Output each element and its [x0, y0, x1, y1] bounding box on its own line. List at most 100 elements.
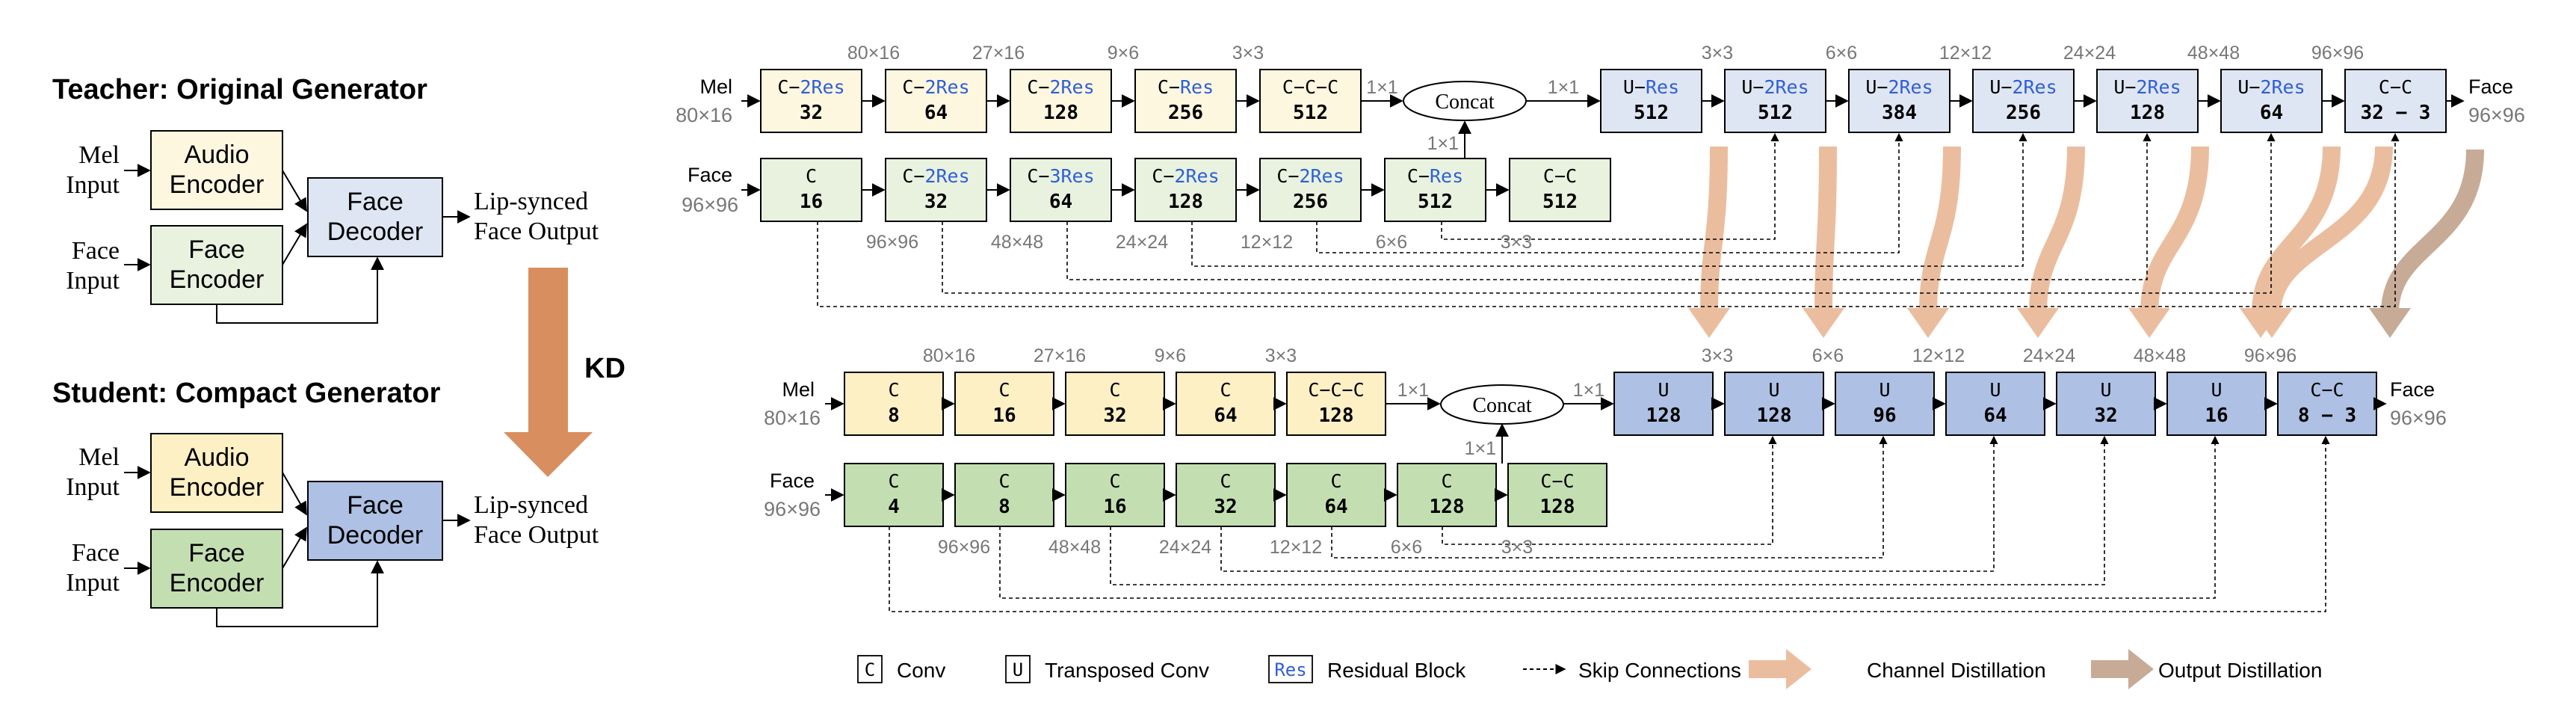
t-audio-block-0-type: C−2Res — [777, 76, 844, 98]
t-face-size-4: 6×6 — [1376, 232, 1407, 253]
teacher-overview-arrows — [124, 164, 471, 324]
student-mel-size: 80×16 — [764, 407, 821, 429]
s-face-block-5-box — [1397, 463, 1497, 527]
s-skip-1 — [999, 435, 2220, 599]
student-mel-input-line2: Input — [66, 473, 120, 501]
s-face-block-1: C8 — [954, 463, 1054, 527]
s-dec-block-6: C−C8 − 3 — [2277, 372, 2377, 436]
s-dec-block-0-type: U — [1658, 379, 1669, 401]
t-face-block-4-type: C−2Res — [1276, 165, 1344, 187]
s-audio-block-2-box — [1065, 372, 1165, 436]
student-face-size: 96×96 — [764, 498, 821, 520]
teacher-concat-label: Concat — [1435, 90, 1495, 114]
t-face-block-3-type: C−2Res — [1152, 165, 1219, 187]
t-skip-4 — [1316, 132, 1903, 253]
t-audio-block-3-channels: 256 — [1168, 102, 1203, 124]
legend-output-head — [2128, 649, 2154, 689]
t-dec-size-1: 6×6 — [1826, 43, 1857, 64]
student-audio-encoder-line2: Encoder — [170, 473, 265, 502]
overview-panel: Teacher: Original Generator Mel Input Fa… — [52, 74, 626, 627]
s-skip-0 — [889, 435, 2330, 612]
legend-channel-label: Channel Distillation — [1867, 659, 2046, 682]
t-audio-block-1-type: C−2Res — [902, 76, 969, 98]
distillation-arrows — [1688, 146, 2484, 338]
t-dec-size-2: 12×12 — [1939, 43, 1992, 64]
student-network: Mel 80×16 Face 96×96 Face 96×96 C8C16C32… — [764, 345, 2447, 612]
t-face-block-6-type: C−C — [1543, 165, 1577, 187]
t-face-block-1-type: C−2Res — [902, 165, 969, 187]
s-skip-2 — [1110, 435, 2109, 585]
s-audio-block-1: C16 — [954, 372, 1054, 436]
teacher-out-label: Face — [2468, 76, 2513, 98]
t-audio-size-3: 3×3 — [1232, 43, 1264, 64]
legend-output-arrow — [2091, 649, 2154, 689]
legend-output-shaft — [2091, 660, 2130, 678]
s-audio-size-1: 27×16 — [1034, 345, 1086, 366]
t-audio-concat-size: 1×1 — [1366, 77, 1397, 98]
channel-distill-arrow-1-shaft — [1814, 146, 1837, 313]
t-dec-block-1-box — [1724, 69, 1826, 133]
t-face-block-6-channels: 512 — [1542, 191, 1578, 213]
teacher-audio-encoder-line1: Audio — [185, 141, 250, 169]
s-face-block-2-type: C — [1109, 470, 1120, 492]
s-audio-block-2: C32 — [1065, 372, 1165, 436]
t-audio-block-3-box — [1134, 69, 1237, 133]
t-dec-size-4: 48×48 — [2187, 43, 2240, 64]
s-face-block-2-box — [1065, 463, 1165, 527]
t-skip-1 — [942, 132, 2276, 294]
s-face-block-4-box — [1286, 463, 1386, 527]
s-audio-block-4-channels: 128 — [1319, 404, 1354, 427]
t-face-block-0: C16 — [760, 158, 862, 222]
t-dec-size-3: 24×24 — [2063, 43, 2116, 64]
t-dec-block-5-type: U−2Res — [2237, 76, 2305, 98]
teacher-audio-encoder-box — [150, 130, 283, 210]
teacher-face-encoder-line1: Face — [188, 236, 245, 264]
s-face-block-2-channels: 16 — [1103, 496, 1126, 518]
s-dec-block-5: U16 — [2166, 372, 2267, 436]
s-dec-block-1-channels: 128 — [1757, 404, 1792, 427]
s-audio-size-2: 9×6 — [1155, 345, 1186, 366]
s-face-block-0-box — [844, 463, 944, 527]
s-face-size-1: 48×48 — [1048, 537, 1101, 558]
t-face-size-5: 3×3 — [1501, 232, 1532, 253]
s-dec-block-6-type: C−C — [2310, 379, 2344, 401]
legend-skip-label: Skip Connections — [1578, 659, 1741, 682]
s-audio-block-1-channels: 16 — [992, 404, 1016, 427]
output-distill-arrow — [2369, 149, 2484, 338]
teacher-connections — [741, 94, 2465, 307]
s-dec-block-6-box — [2277, 372, 2377, 436]
s-dec-block-3-box — [1945, 372, 2045, 436]
student-title: Student: Compact Generator — [52, 378, 441, 409]
s-face-block-6-type: C−C — [1540, 470, 1574, 492]
s-audio-block-3-channels: 64 — [1214, 404, 1237, 427]
t-face-block-0-type: C — [806, 165, 817, 187]
teacher-face-decoder-line2: Decoder — [327, 218, 424, 246]
output-distill-arrow-shaft — [2381, 149, 2484, 313]
teacher-network: Mel 80×16 Face 96×96 Face 96×96 C−2Res32… — [676, 43, 2525, 307]
teacher-audio-encoder: C−2Res32C−2Res64C−2Res128C−Res256C−C−C51… — [760, 69, 1362, 133]
s-face-size-3: 12×12 — [1270, 537, 1322, 558]
t-face-size-1: 48×48 — [991, 232, 1043, 253]
s-face-block-3-channels: 32 — [1214, 496, 1237, 518]
t-face-block-6-box — [1509, 158, 1611, 222]
kd-label: KD — [584, 353, 626, 384]
teacher-face-decoder-box — [307, 177, 443, 257]
t-audio-block-4-channels: 512 — [1293, 102, 1328, 124]
legend-output-label: Output Distillation — [2158, 659, 2322, 682]
student-concat-label: Concat — [1472, 394, 1532, 417]
s-face-block-3: C32 — [1176, 463, 1276, 527]
s-dec-size-2: 12×12 — [1912, 345, 1965, 366]
s-skip-5 — [1442, 435, 1777, 545]
